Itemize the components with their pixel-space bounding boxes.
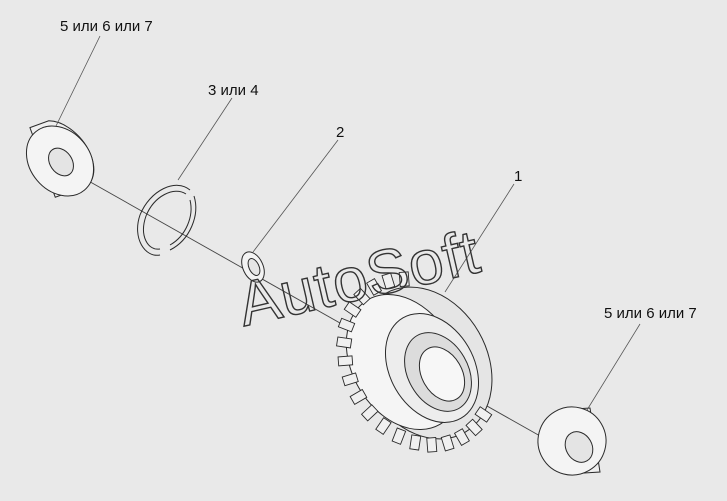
gear-tooth	[343, 301, 362, 318]
callout-small-ring: 2	[336, 124, 344, 141]
gear-tooth	[349, 388, 368, 405]
small-ring	[241, 251, 265, 283]
leader-washer-bottom	[586, 323, 641, 411]
gear-tooth	[398, 271, 410, 287]
washer-bottom	[537, 406, 607, 476]
leader-washer-top	[55, 35, 101, 127]
gear-tooth	[453, 428, 470, 446]
gear-tooth	[337, 355, 354, 367]
gear-tooth	[337, 317, 356, 333]
gear-tooth	[465, 418, 483, 437]
callout-snap-ring: 3 или 4	[208, 82, 259, 99]
callout-washer-bottom: 5 или 6 или 7	[604, 305, 697, 322]
gear-tooth	[341, 372, 359, 387]
gear	[336, 271, 493, 453]
gear-tooth	[375, 417, 392, 435]
leader-gear	[444, 183, 515, 293]
gear-tooth	[336, 336, 353, 349]
gear-tooth	[353, 287, 371, 306]
gear-tooth	[440, 434, 455, 452]
gear-tooth	[366, 278, 383, 296]
callout-washer-top: 5 или 6 или 7	[60, 18, 153, 35]
leader-snap-ring	[177, 97, 233, 181]
gear-teeth	[336, 271, 493, 453]
gear-tooth	[426, 437, 438, 453]
gear-tooth	[381, 272, 396, 290]
gear-tooth	[391, 427, 407, 445]
callout-gear: 1	[514, 168, 522, 185]
gear-tooth	[474, 406, 493, 423]
leader-small-ring	[252, 139, 339, 253]
gear-tooth	[360, 404, 379, 422]
snap-ring	[137, 184, 197, 256]
gear-tooth	[409, 434, 422, 451]
washer-top	[25, 120, 95, 198]
